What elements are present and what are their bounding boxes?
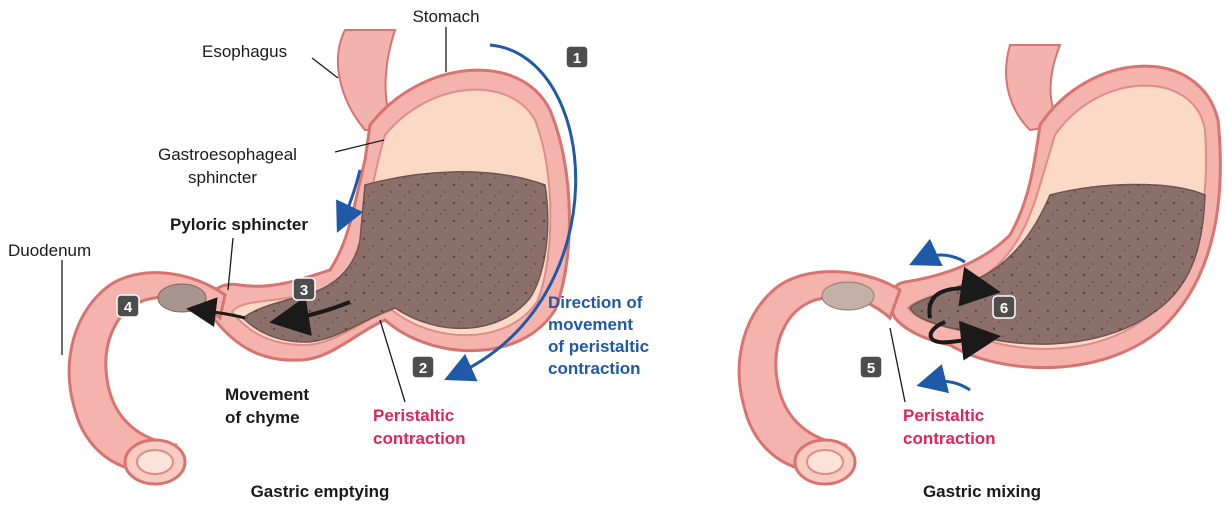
direction-label-line1: Direction of bbox=[548, 293, 643, 312]
step-badge-1: 1 bbox=[566, 46, 588, 68]
peristaltic-left-label-line2: contraction bbox=[373, 429, 466, 448]
ge-sphincter-label-line1: Gastroesophageal bbox=[158, 145, 297, 164]
caption-gastric-mixing: Gastric mixing bbox=[923, 482, 1041, 501]
peristaltic-right-leader bbox=[890, 328, 905, 402]
direction-label-line2: movement bbox=[548, 315, 633, 334]
step-badge-6: 6 bbox=[993, 296, 1015, 318]
direction-label-line3: of peristaltic bbox=[548, 337, 649, 356]
stomach-emptying-illustration bbox=[69, 30, 569, 484]
pyloric-sphincter-leader bbox=[228, 238, 233, 290]
movement-chyme-label-line1: Movement bbox=[225, 385, 309, 404]
duodenum-chyme-right bbox=[822, 282, 874, 310]
ge-sphincter-label-line2: sphincter bbox=[188, 168, 257, 187]
retropulsion-arrow-upper bbox=[920, 255, 965, 262]
svg-text:6: 6 bbox=[1000, 300, 1008, 317]
step-badge-3: 3 bbox=[293, 278, 315, 300]
esophagus-label: Esophagus bbox=[202, 42, 287, 61]
step-badge-5: 5 bbox=[860, 356, 882, 378]
svg-text:5: 5 bbox=[867, 360, 875, 377]
svg-text:1: 1 bbox=[573, 50, 581, 67]
peristaltic-right-label-line1: Peristaltic bbox=[903, 406, 984, 425]
esophagus-leader bbox=[312, 58, 338, 78]
duodenum-chyme bbox=[158, 284, 206, 312]
peristaltic-right-label-line2: contraction bbox=[903, 429, 996, 448]
caption-gastric-emptying: Gastric emptying bbox=[251, 482, 390, 501]
step-badge-2: 2 bbox=[412, 356, 434, 378]
peristaltic-left-label-line1: Peristaltic bbox=[373, 406, 454, 425]
svg-text:4: 4 bbox=[124, 299, 133, 316]
step-badge-4: 4 bbox=[117, 295, 139, 317]
retropulsion-arrow-lower bbox=[928, 381, 970, 390]
svg-text:2: 2 bbox=[419, 360, 427, 377]
movement-chyme-label-line2: of chyme bbox=[225, 408, 300, 427]
stomach-label: Stomach bbox=[412, 7, 479, 26]
svg-text:3: 3 bbox=[300, 282, 308, 299]
pyloric-sphincter-label: Pyloric sphincter bbox=[170, 215, 308, 234]
duodenum-label: Duodenum bbox=[8, 241, 91, 260]
direction-label-line4: contraction bbox=[548, 359, 641, 378]
